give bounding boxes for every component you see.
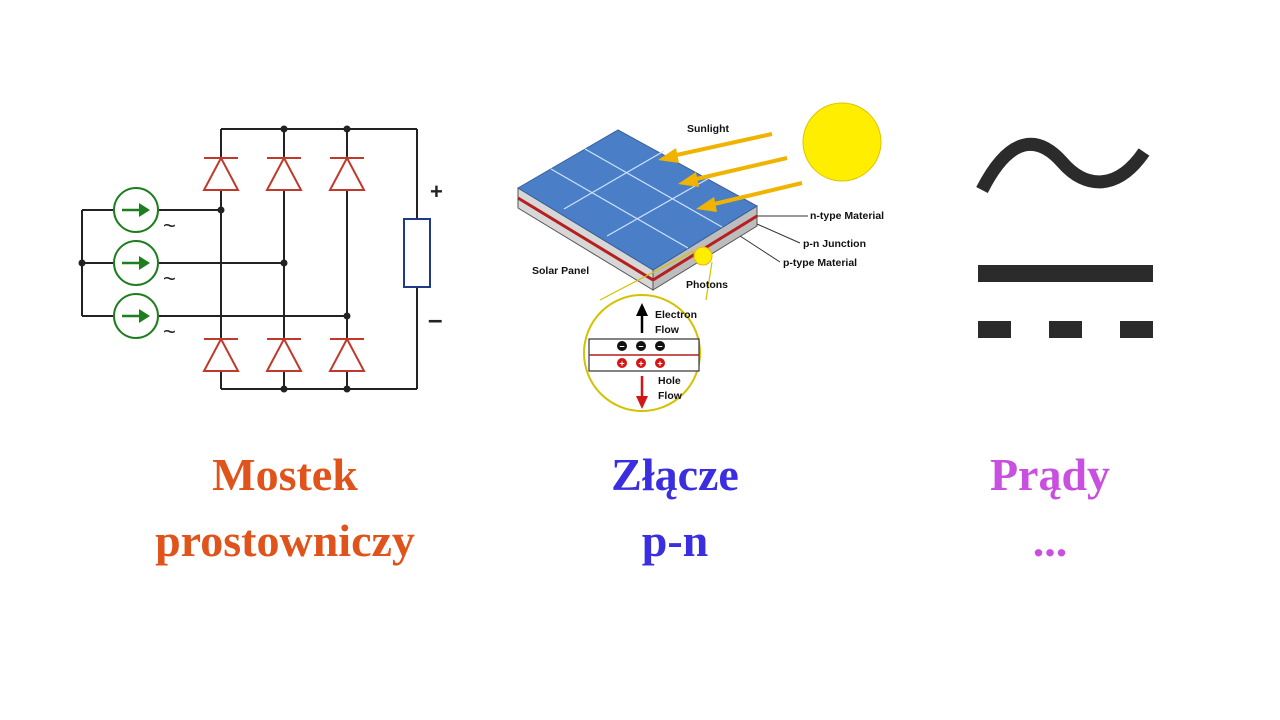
solar-panel-label: Solar Panel <box>532 265 589 277</box>
caption-currents-line2: ... <box>1032 515 1068 566</box>
caption-currents: Prądy ... <box>930 442 1170 574</box>
caption-pn-line1: Złącze <box>611 449 739 500</box>
caption-bridge-line2: prostowniczy <box>155 515 415 566</box>
current-source-1 <box>113 187 159 233</box>
svg-text:+: + <box>657 359 662 369</box>
electron-flow-arrow <box>636 303 648 333</box>
ptype-label: p-type Material <box>783 257 857 269</box>
caption-currents-line1: Prądy <box>989 449 1111 500</box>
ac-wave-icon <box>976 137 1150 193</box>
svg-text:+: + <box>619 359 624 369</box>
pn-junction-label: p-n Junction <box>803 238 866 250</box>
svg-text:−: − <box>657 342 662 352</box>
plus-label: + <box>430 179 443 204</box>
electron-particle-3: − <box>655 341 665 352</box>
tilde-label-3: ~ <box>163 319 176 344</box>
diode-bottom-3 <box>328 336 366 372</box>
sunlight-arrow-2 <box>678 156 788 187</box>
diode-top-1 <box>202 155 240 191</box>
hole-particle-1: + <box>617 358 627 369</box>
electron-flow-label-2: Flow <box>655 324 680 336</box>
electron-particle-2: − <box>636 341 646 352</box>
pn-junction-diagram: − − − + + + Sunlight n-type Material <box>517 102 884 412</box>
hole-flow-arrow <box>636 376 648 409</box>
current-source-2 <box>113 240 159 286</box>
solar-panel <box>517 129 758 271</box>
hole-particle-2: + <box>636 358 646 369</box>
caption-bridge-line1: Mostek <box>212 449 358 500</box>
diode-bottom-2 <box>265 336 303 372</box>
hole-flow-label-1: Hole <box>658 375 681 387</box>
hole-flow-label-2: Flow <box>658 390 683 402</box>
current-symbols <box>976 137 1153 338</box>
dc-dash-2 <box>1049 321 1082 338</box>
ntype-label: n-type Material <box>810 210 884 222</box>
svg-text:+: + <box>638 359 643 369</box>
diode-bottom-1 <box>202 336 240 372</box>
caption-pn-line2: p-n <box>641 515 709 566</box>
photon-burst-icon <box>693 246 713 266</box>
load-resistor <box>403 218 431 288</box>
sun-icon <box>802 102 882 182</box>
hole-particle-3: + <box>655 358 665 369</box>
electron-particle-1: − <box>617 341 627 352</box>
electron-flow-label-1: Electron <box>655 309 697 321</box>
dc-dash-1 <box>978 321 1011 338</box>
dc-dash-3 <box>1120 321 1153 338</box>
current-source-3 <box>113 293 159 339</box>
caption-pn-junction: Złącze p-n <box>520 442 830 574</box>
caption-bridge-rectifier: Mostek prostowniczy <box>85 442 485 574</box>
svg-text:−: − <box>619 342 624 352</box>
diode-top-2 <box>265 155 303 191</box>
diode-top-3 <box>328 155 366 191</box>
tilde-label-2: ~ <box>163 266 176 291</box>
minus-label: – <box>428 304 442 334</box>
sunlight-label: Sunlight <box>687 123 729 135</box>
dc-solid-line-icon <box>978 265 1153 282</box>
tilde-label-1: ~ <box>163 213 176 238</box>
sunlight-arrow-1 <box>658 132 773 163</box>
bridge-rectifier-diagram: ~ ~ ~ + – <box>78 125 443 393</box>
sunlight-arrow-3 <box>696 181 803 212</box>
photons-label: Photons <box>686 279 728 291</box>
svg-text:−: − <box>638 342 643 352</box>
